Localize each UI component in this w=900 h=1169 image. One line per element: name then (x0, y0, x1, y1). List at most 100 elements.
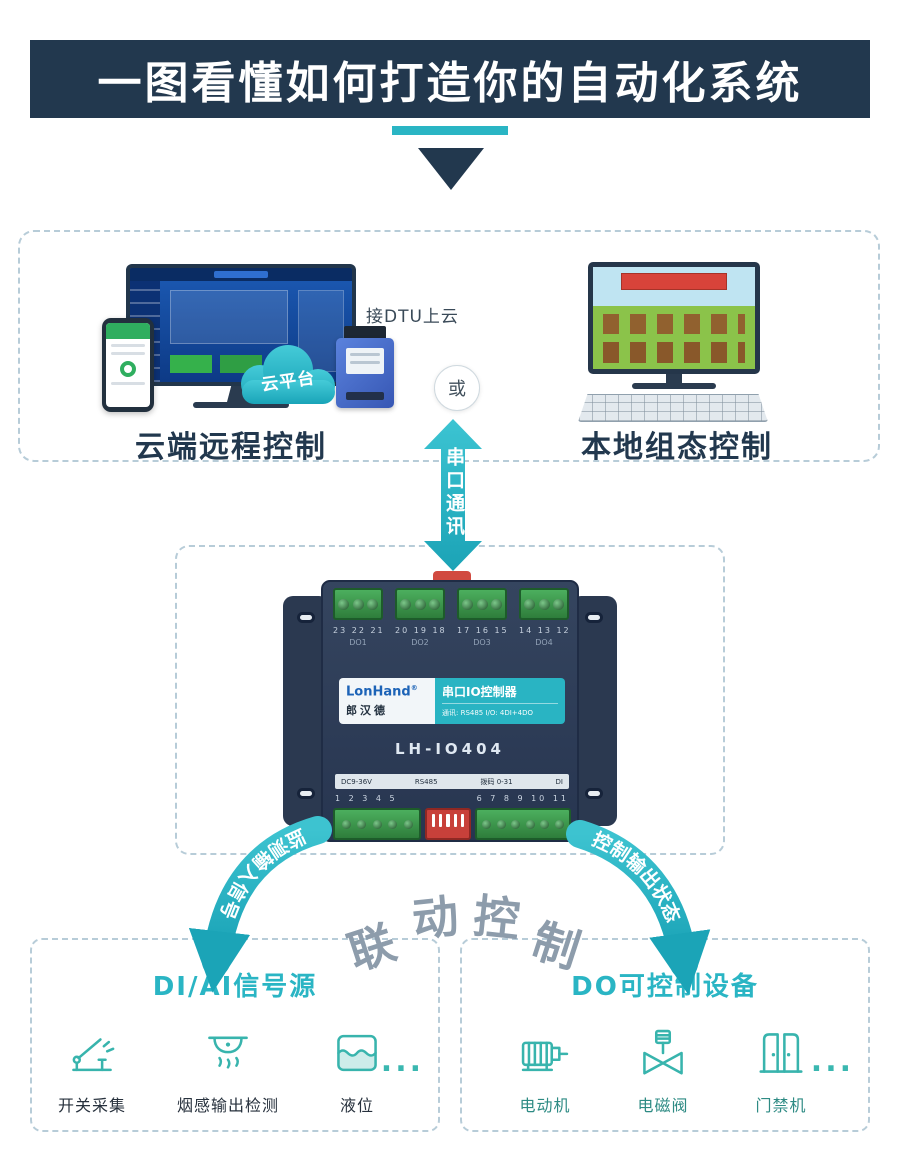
dip-switch-block (425, 808, 471, 840)
or-badge: 或 (434, 365, 480, 411)
linkage-char: 联 (341, 915, 403, 981)
mounting-hole (297, 612, 315, 623)
dtu-port (346, 392, 384, 400)
phone-chart-ring (120, 361, 136, 377)
brand-panel: LonHand® 郎汉德 (339, 678, 435, 724)
terminal-screw (400, 598, 412, 610)
dtu-label-panel (346, 348, 384, 374)
dtu-label-line (350, 361, 380, 364)
terminal-block-do4 (519, 588, 569, 620)
dip-toggle (432, 814, 436, 827)
linkage-char: 控 (470, 888, 523, 948)
mounting-hole (585, 788, 603, 799)
input-signal-arrow: 监测输入信号 (188, 816, 332, 993)
do-item-label: 电磁阀 (637, 1096, 689, 1115)
di-item-level: 液位 (330, 1026, 384, 1116)
dip-toggle (453, 814, 457, 827)
top-terminal-row (333, 588, 571, 620)
product-panel: 串口IO控制器 通讯: RS485 I/O: 4DI+4DO (435, 678, 565, 724)
dtu-terminal (344, 326, 386, 338)
dtu-cloud-note: 接DTU上云 (366, 307, 459, 327)
output-arrow-label: 控制输出状态 (589, 828, 685, 927)
pin-numbers-left: 1 2 3 4 5 (335, 794, 398, 803)
svg-text:监测输入信号: 监测输入信号 (215, 824, 310, 923)
terminal-screw (540, 819, 550, 829)
mounting-hole (297, 788, 315, 799)
screen-banner (620, 273, 728, 291)
terminal-screw (366, 598, 378, 610)
linkage-char: 动 (409, 888, 462, 948)
terminal-screw (511, 819, 521, 829)
do-item-label: 电动机 (519, 1096, 571, 1115)
terminal-screw (482, 819, 492, 829)
terminal-block-do3 (457, 588, 507, 620)
phone-app-header (106, 323, 150, 339)
terminal-screw (338, 598, 350, 610)
liquid-level-icon (337, 1034, 377, 1072)
motor-icon (521, 1041, 569, 1072)
pin-numbers: 23 22 21 (333, 626, 385, 635)
do-group: 20 19 18 DO2 (395, 626, 445, 647)
cloud-control-caption: 云端远程控制 (135, 430, 327, 465)
phone-text-line (111, 352, 145, 355)
header-banner: 一图看懂如何打造你的自动化系统 (30, 40, 870, 118)
terminal-screw (341, 819, 351, 829)
page-title: 一图看懂如何打造你的自动化系统 (97, 58, 803, 109)
pin-numbers: 20 19 18 (395, 626, 447, 635)
desktop-monitor-neck (666, 374, 682, 383)
di-item-label: 烟感输出检测 (177, 1096, 280, 1115)
terminal-screw (388, 819, 397, 829)
do-item-label: 门禁机 (755, 1096, 807, 1115)
terminal-block-do2 (395, 588, 445, 620)
solenoid-valve-icon (643, 1029, 683, 1075)
keyboard-illustration (578, 394, 768, 422)
di-spec: DI (555, 777, 563, 786)
brand-name-cn: 郎汉德 (346, 704, 388, 718)
svg-text:控制输出状态: 控制输出状态 (589, 828, 686, 927)
di-items: 开关采集 烟感输出检测 (58, 1026, 384, 1116)
do-group-name: DO3 (473, 638, 491, 647)
input-arrow-label: 监测输入信号 (215, 824, 309, 923)
terminal-screw (552, 598, 564, 610)
access-control-icon (759, 1033, 803, 1073)
bottom-terminal-block-right (475, 808, 571, 840)
device-body: 23 22 21 DO1 20 19 18 DO2 17 16 15 DO3 1… (321, 580, 579, 842)
terminal-screw (352, 598, 364, 610)
product-spec: 通讯: RS485 I/O: 4DI+4DO (442, 709, 533, 717)
dashboard-title-block (214, 271, 268, 278)
smoke-detector-icon (208, 1036, 248, 1069)
do-more-ellipsis: ... (810, 1044, 854, 1079)
hmi-game-screen (593, 267, 755, 369)
dip-toggle (460, 814, 465, 827)
serial-comm-label: 串口通讯 (443, 447, 465, 539)
do-group: 17 16 15 DO3 (457, 626, 507, 647)
dashboard-green-block (170, 355, 212, 373)
dtu-device-illustration (336, 326, 394, 410)
power-spec: DC9-36V (341, 777, 372, 786)
brand-name: LonHand® (346, 684, 428, 699)
model-number: LH-IO404 (395, 740, 505, 758)
accent-underline (392, 126, 508, 135)
do-items: 电动机 电磁阀 (518, 1026, 808, 1116)
terminal-screw (524, 598, 536, 610)
dtu-body (336, 338, 394, 408)
brand-text: LonHand (346, 684, 411, 700)
terminal-screw (462, 598, 474, 610)
terminal-screw (428, 598, 440, 610)
desktop-monitor-illustration (588, 262, 760, 374)
bus-spec: RS485 (414, 777, 438, 786)
do-group: 14 13 12 DO4 (519, 626, 569, 647)
terminal-screw (554, 819, 564, 829)
dip-spec: 拨码 0-31 (480, 777, 513, 786)
do-item-valve: 电磁阀 (636, 1026, 690, 1116)
terminal-screw (476, 598, 488, 610)
cloud-platform-illustration: 云平台 (230, 340, 346, 408)
cloud-icon (241, 345, 335, 404)
terminal-screw (496, 819, 506, 829)
desktop-monitor-base (632, 383, 716, 389)
terminal-block-do1 (333, 588, 383, 620)
phone-text-line (111, 344, 145, 347)
io-controller-illustration: 23 22 21 DO1 20 19 18 DO2 17 16 15 DO3 1… (283, 571, 617, 842)
down-arrow-shape (418, 148, 484, 190)
